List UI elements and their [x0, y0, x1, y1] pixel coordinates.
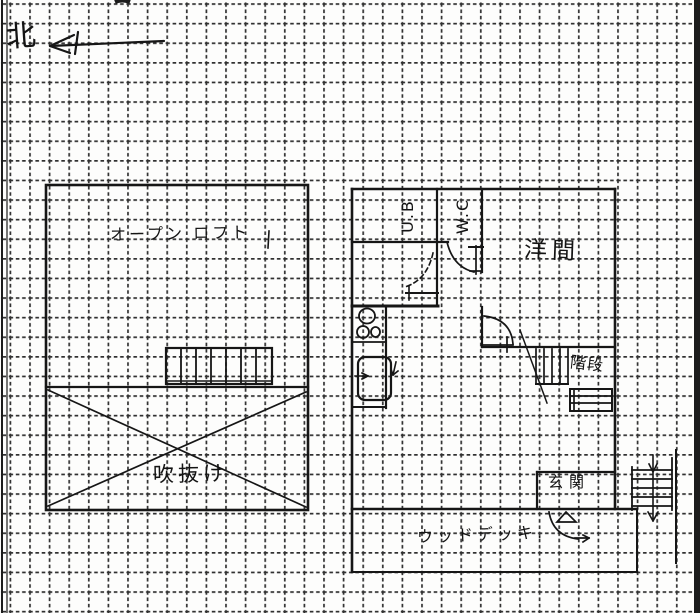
void-label: 吹抜け — [152, 461, 229, 487]
open-loft-label: オープン ロフト — [109, 222, 251, 245]
exterior-steps — [631, 449, 677, 564]
loft-plan — [44, 183, 310, 512]
pencil-tick — [267, 230, 270, 249]
western-room-label: 洋間 — [523, 237, 581, 265]
staircase — [519, 329, 613, 412]
wc-door — [445, 240, 484, 275]
north-arrow-icon — [48, 30, 166, 56]
first-floor-plan — [350, 187, 677, 574]
bath-door — [403, 252, 439, 301]
stairs-label: 階段 — [569, 352, 605, 375]
entrance-door — [548, 510, 591, 544]
void-cross — [46, 388, 308, 509]
loft-outer-wall — [44, 183, 310, 512]
unit-bath-label: U.B — [398, 199, 417, 233]
toilet-label: W.C — [453, 197, 472, 235]
loft-stairs — [164, 346, 274, 386]
north-label: 北 — [4, 17, 38, 56]
kitchen-counter — [350, 304, 440, 410]
wood-deck-outline — [351, 508, 638, 573]
outer-walls — [350, 187, 639, 574]
interior-walls — [350, 187, 617, 511]
wood-deck-label: ウッドデッキ. — [416, 522, 547, 547]
hall-door — [482, 315, 514, 353]
stove-burners — [356, 307, 381, 339]
entrance-label: 玄関 — [548, 473, 591, 491]
kitchen-sink — [354, 355, 400, 402]
